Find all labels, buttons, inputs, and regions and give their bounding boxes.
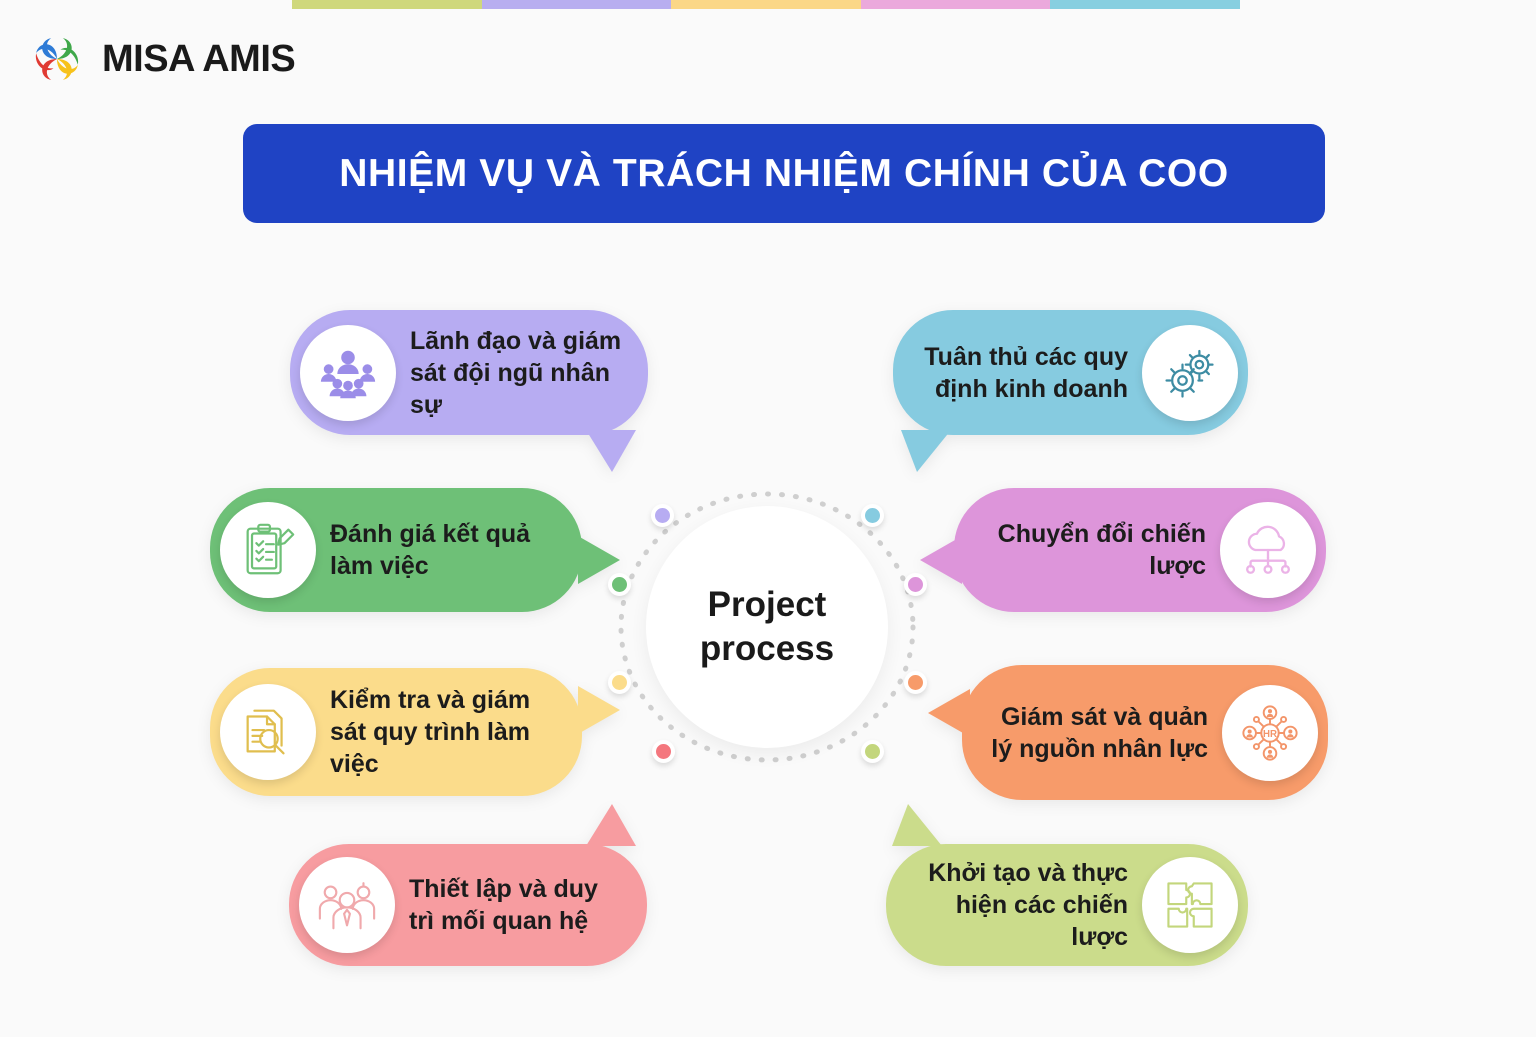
hub-dot-performance-review — [608, 573, 631, 596]
color-segment-4 — [860, 0, 1051, 9]
hub-dot-compliance — [861, 504, 884, 527]
dotted-ring — [618, 491, 916, 763]
bubble-tail — [920, 536, 962, 584]
color-segment-3 — [671, 0, 861, 9]
color-segment-2 — [481, 0, 672, 9]
center-hub: Project process — [601, 481, 933, 769]
svg-text:HR: HR — [1263, 728, 1277, 739]
misa-swirl-logo-icon — [28, 30, 86, 88]
page-title: NHIỆM VỤ VÀ TRÁCH NHIỆM CHÍNH CỦA COO — [339, 151, 1229, 195]
bubble-tail — [892, 804, 942, 846]
brand-name: MISA AMIS — [102, 37, 296, 80]
hub-label-line1: Project — [707, 585, 827, 625]
puzzle-pieces-icon — [1142, 857, 1238, 953]
gears-icon — [1142, 324, 1238, 421]
bubble-hr-management[interactable]: Giám sát và quản lý nguồn nhân lực HR — [928, 665, 1328, 800]
top-color-bar — [292, 0, 1240, 9]
hub-circle: Project process — [646, 506, 888, 748]
page-title-banner: NHIỆM VỤ VÀ TRÁCH NHIỆM CHÍNH CỦA COO — [243, 124, 1325, 223]
bubble-strategy-execution[interactable]: Khởi tạo và thực hiện các chiến lược — [886, 804, 1248, 966]
hub-dot-strategy-execution — [861, 740, 884, 763]
team-group-icon — [300, 324, 396, 421]
bubble-tail — [578, 686, 620, 734]
bubble-compliance[interactable]: Tuân thủ các quy định kinh doanh — [893, 310, 1248, 472]
bubble-tail — [928, 689, 970, 737]
clipboard-checklist-pencil-icon — [220, 502, 316, 598]
bubble-label: Thiết lập và duy trì mối quan hệ — [409, 875, 598, 935]
brand-logo: MISA AMIS — [28, 30, 296, 88]
bubble-label: Kiểm tra và giám sát quy trình làm việc — [330, 686, 531, 778]
color-segment-1 — [292, 0, 482, 9]
hub-dot-process-monitoring — [608, 671, 631, 694]
bubble-leadership[interactable]: Lãnh đạo và giám sát đội ngũ nhân sự — [290, 310, 648, 472]
hub-label-line2: process — [699, 629, 835, 668]
bubble-performance-review[interactable]: Đánh giá kết quả làm việc — [210, 488, 620, 612]
bubble-strategy-transformation[interactable]: Chuyển đổi chiến lược — [920, 488, 1326, 612]
hr-network-icon: HR — [1222, 684, 1318, 781]
bubble-tail — [578, 536, 620, 584]
cloud-network-icon — [1220, 502, 1316, 598]
bubble-tail — [586, 430, 636, 472]
hub-dot-leadership — [651, 504, 674, 527]
color-segment-5 — [1050, 0, 1240, 9]
bubble-tail — [901, 430, 951, 472]
bubble-process-monitoring[interactable]: Kiểm tra và giám sát quy trình làm việc — [210, 668, 620, 796]
bubble-label: Khởi tạo và thực hiện các chiến lược — [928, 859, 1128, 951]
three-people-icon — [299, 857, 395, 953]
bubble-label: Đánh giá kết quả làm việc — [330, 520, 531, 580]
bubble-label: Chuyển đổi chiến lược — [997, 520, 1206, 580]
bubble-relationships[interactable]: Thiết lập và duy trì mối quan hệ — [289, 804, 647, 966]
bubble-label: Giám sát và quản lý nguồn nhân lực — [991, 702, 1208, 763]
hub-dot-hr-management — [904, 671, 927, 694]
bubble-label: Lãnh đạo và giám sát đội ngũ nhân sự — [410, 326, 622, 419]
hub-dot-relationships — [652, 740, 675, 763]
bubble-label: Tuân thủ các quy định kinh doanh — [924, 342, 1128, 403]
document-magnifier-icon — [220, 684, 316, 780]
bubble-tail — [586, 804, 636, 846]
hub-dot-strategy-transformation — [904, 573, 927, 596]
